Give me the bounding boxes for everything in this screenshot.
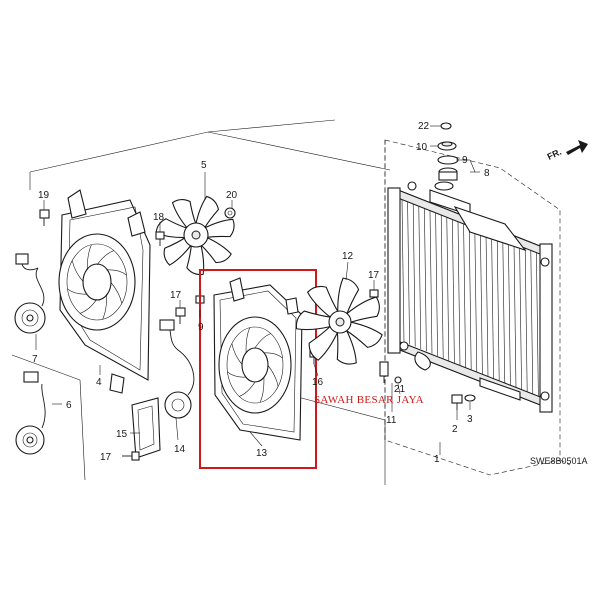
callout-9-bolt: 9: [198, 322, 204, 333]
callout-5: 5: [201, 160, 207, 171]
radiator-dashed-outline: [384, 139, 571, 476]
dealer-watermark: SAWAH BESAR JAYA: [314, 394, 424, 406]
callout-15: 15: [116, 429, 128, 440]
callouts: 1 2 3 4 5 6 7 8 9 9 10 11 12 13 14 15 16…: [32, 121, 490, 465]
callout-8: 8: [484, 168, 490, 179]
callout-21: 21: [394, 384, 406, 395]
nut-20: [224, 207, 236, 219]
bolt-17-c: [122, 451, 140, 461]
figure-code: SWE8B0501A: [530, 456, 588, 466]
fan-blade-upper: [155, 195, 235, 276]
callout-3: 3: [467, 414, 473, 425]
front-direction-label: FR.: [546, 147, 563, 162]
callout-12: 12: [342, 251, 354, 262]
bolt-18: [155, 231, 165, 246]
callout-13: 13: [256, 448, 268, 459]
callout-14: 14: [174, 444, 186, 455]
callout-17-c: 17: [100, 452, 112, 463]
callout-18: 18: [153, 212, 165, 223]
radiator-cap-group: [437, 122, 459, 181]
arrow-icon: [566, 140, 588, 155]
callout-1: 1: [434, 454, 440, 465]
callout-2: 2: [452, 424, 458, 435]
callout-10: 10: [416, 142, 428, 153]
callout-6: 6: [66, 400, 72, 411]
callout-22: 22: [418, 121, 430, 132]
callout-17-b: 17: [368, 270, 380, 281]
callout-4: 4: [96, 377, 102, 388]
fan-shroud-left: [58, 189, 151, 394]
bolt-17-a: [175, 307, 186, 324]
fan-motor-lower: [15, 371, 46, 455]
callout-11: 11: [386, 415, 397, 426]
callout-16: 16: [312, 377, 324, 388]
callout-20: 20: [226, 190, 238, 201]
assembly-outline: [11, 119, 391, 485]
fan-motor-left: [14, 253, 46, 334]
sensor-21: [379, 361, 402, 384]
bolt-19: [39, 209, 50, 226]
callout-17-a: 17: [170, 290, 182, 301]
drain-plug-2: [451, 394, 463, 410]
radiator: [387, 181, 553, 413]
oring-3: [464, 394, 476, 402]
highlighted-part-group: [199, 269, 317, 469]
fan-blade-right: [295, 277, 383, 365]
callout-9-cap: 9: [462, 155, 468, 166]
callout-7: 7: [32, 354, 38, 365]
fan-motor-middle: [131, 319, 195, 459]
leader-lines: [35, 125, 480, 455]
fan-shroud-13: [213, 277, 303, 441]
callout-19: 19: [38, 190, 50, 201]
front-direction-arrow: FR.: [546, 140, 588, 162]
